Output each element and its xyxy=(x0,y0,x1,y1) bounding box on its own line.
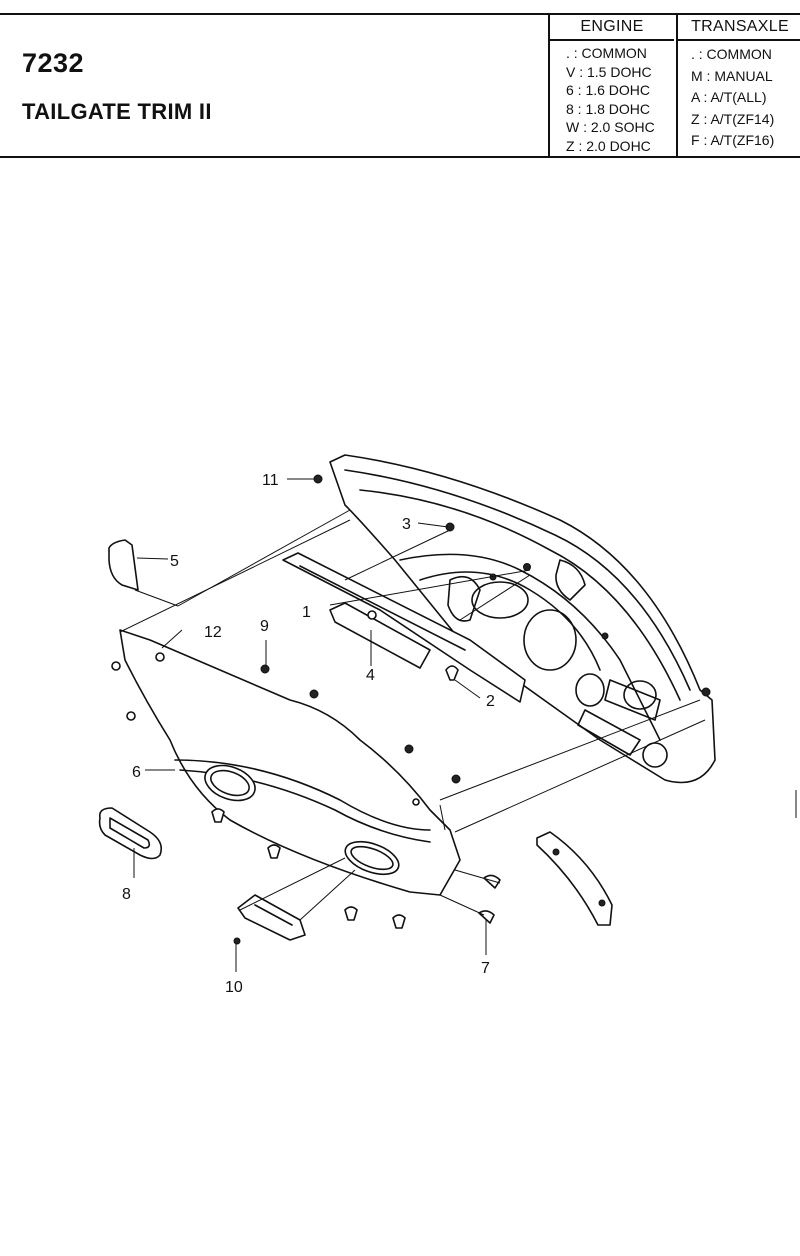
upper-trim-strip xyxy=(282,552,526,703)
callout-2: 2 xyxy=(486,693,495,710)
corner-cap-left xyxy=(108,539,139,591)
engine-list: . : COMMON V : 1.5 DOHC 6 : 1.6 DOHC 8 :… xyxy=(550,41,674,155)
engine-item: 6 : 1.6 DOHC xyxy=(566,82,651,98)
handle-bezel-left xyxy=(98,807,163,860)
callout-12: 12 xyxy=(204,624,222,641)
corner-cap-right xyxy=(536,831,613,926)
transaxle-item: A : A/T(ALL) xyxy=(691,89,767,105)
section-code: 7232 xyxy=(22,48,85,78)
side-trim-panel xyxy=(329,602,431,669)
leader-lines xyxy=(119,478,706,972)
exploded-parts-diagram: 11 3 5 1 12 9 4 2 6 8 7 10 xyxy=(0,160,800,1256)
fastener-clips xyxy=(111,474,501,945)
header-top-rule xyxy=(0,13,800,15)
callout-5: 5 xyxy=(170,553,179,570)
engine-item: . : COMMON xyxy=(566,45,647,61)
transaxle-heading: TRANSAXLE xyxy=(678,15,800,41)
engine-heading: ENGINE xyxy=(550,15,674,41)
transaxle-item: M : MANUAL xyxy=(691,67,773,84)
engine-item: W : 2.0 SOHC xyxy=(566,119,655,135)
lower-trim-panel xyxy=(119,629,461,896)
callout-9: 9 xyxy=(260,618,269,635)
transaxle-item: Z : A/T(ZF14) xyxy=(691,110,775,127)
engine-item: 8 : 1.8 DOHC xyxy=(566,100,651,117)
transaxle-item: . : COMMON xyxy=(691,46,772,62)
callout-6: 6 xyxy=(132,764,141,781)
header-bottom-rule xyxy=(0,156,800,158)
callout-7: 7 xyxy=(481,960,490,977)
transaxle-legend: TRANSAXLE . : COMMON M : MANUAL A : A/T(… xyxy=(676,15,800,156)
callout-3: 3 xyxy=(402,516,411,533)
engine-legend: ENGINE . : COMMON V : 1.5 DOHC 6 : 1.6 D… xyxy=(548,15,674,156)
parts-header: 7232 TAILGATE TRIM II ENGINE . : COMMON … xyxy=(0,0,800,160)
callout-4: 4 xyxy=(366,667,375,684)
callout-1: 1 xyxy=(302,604,311,621)
callout-10: 10 xyxy=(225,979,243,996)
tailgate-frame xyxy=(329,454,716,784)
section-title: TAILGATE TRIM II xyxy=(22,99,212,124)
callout-labels: 11 3 5 1 12 9 4 2 6 8 7 10 xyxy=(122,472,495,996)
diagram-canvas: 11 3 5 1 12 9 4 2 6 8 7 10 xyxy=(98,454,797,996)
transaxle-item: F : A/T(ZF16) xyxy=(691,132,775,148)
transaxle-list: . : COMMON M : MANUAL A : A/T(ALL) Z : A… xyxy=(678,41,800,152)
engine-item: V : 1.5 DOHC xyxy=(566,63,652,80)
engine-item: Z : 2.0 DOHC xyxy=(566,137,651,154)
callout-11: 11 xyxy=(262,472,279,489)
callout-8: 8 xyxy=(122,886,131,903)
handle-bezel-lower xyxy=(237,894,306,941)
